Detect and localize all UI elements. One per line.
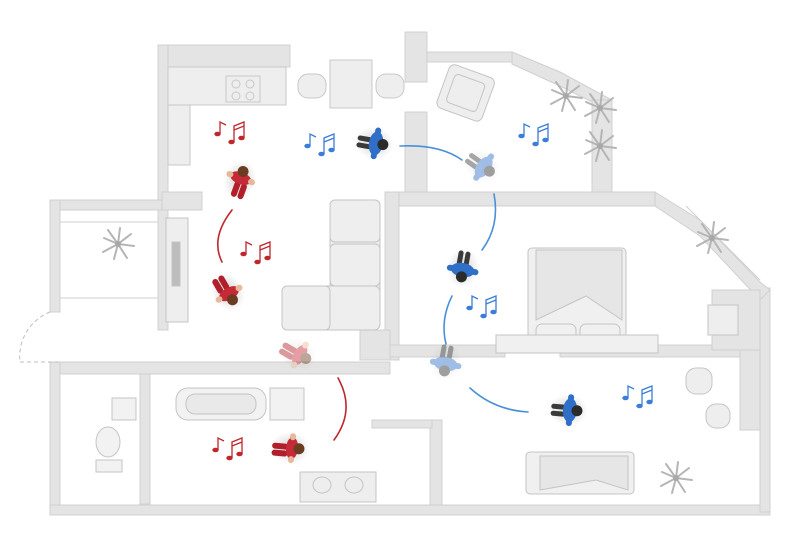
single-bed [525,451,635,495]
red-path [216,209,347,441]
nursery-walker [546,392,590,428]
plant-icon [102,227,135,260]
toilet [95,397,137,473]
nursery-chairs [685,367,731,429]
bedroom-shelf [707,304,739,336]
double-bed [495,247,659,354]
kitchen-counter [167,66,287,166]
walls [49,31,771,516]
living-walker [351,123,397,163]
bedroom-walker [443,245,483,291]
music-note-icon [517,123,550,147]
plant-icon [660,461,693,494]
music-note-icon [211,437,244,461]
balcony-walker-faded [456,141,508,191]
music-note-icon [465,295,498,319]
bathroom-sinks [299,471,377,503]
music-note-icon [621,385,654,409]
balcony-railing [60,205,761,299]
sofa [281,199,381,331]
hall-walker [204,266,252,318]
kitchen-walker [218,155,262,205]
bathroom-walker [268,430,312,466]
music-note-icon [213,121,246,145]
music-note-icon [303,133,336,157]
dining-set [297,59,405,109]
bathtub [175,387,305,421]
tv-stand [165,217,189,323]
blue-path [399,144,529,413]
armchair [436,64,495,122]
music-note-icon [239,241,272,265]
entrance-door [19,311,60,363]
